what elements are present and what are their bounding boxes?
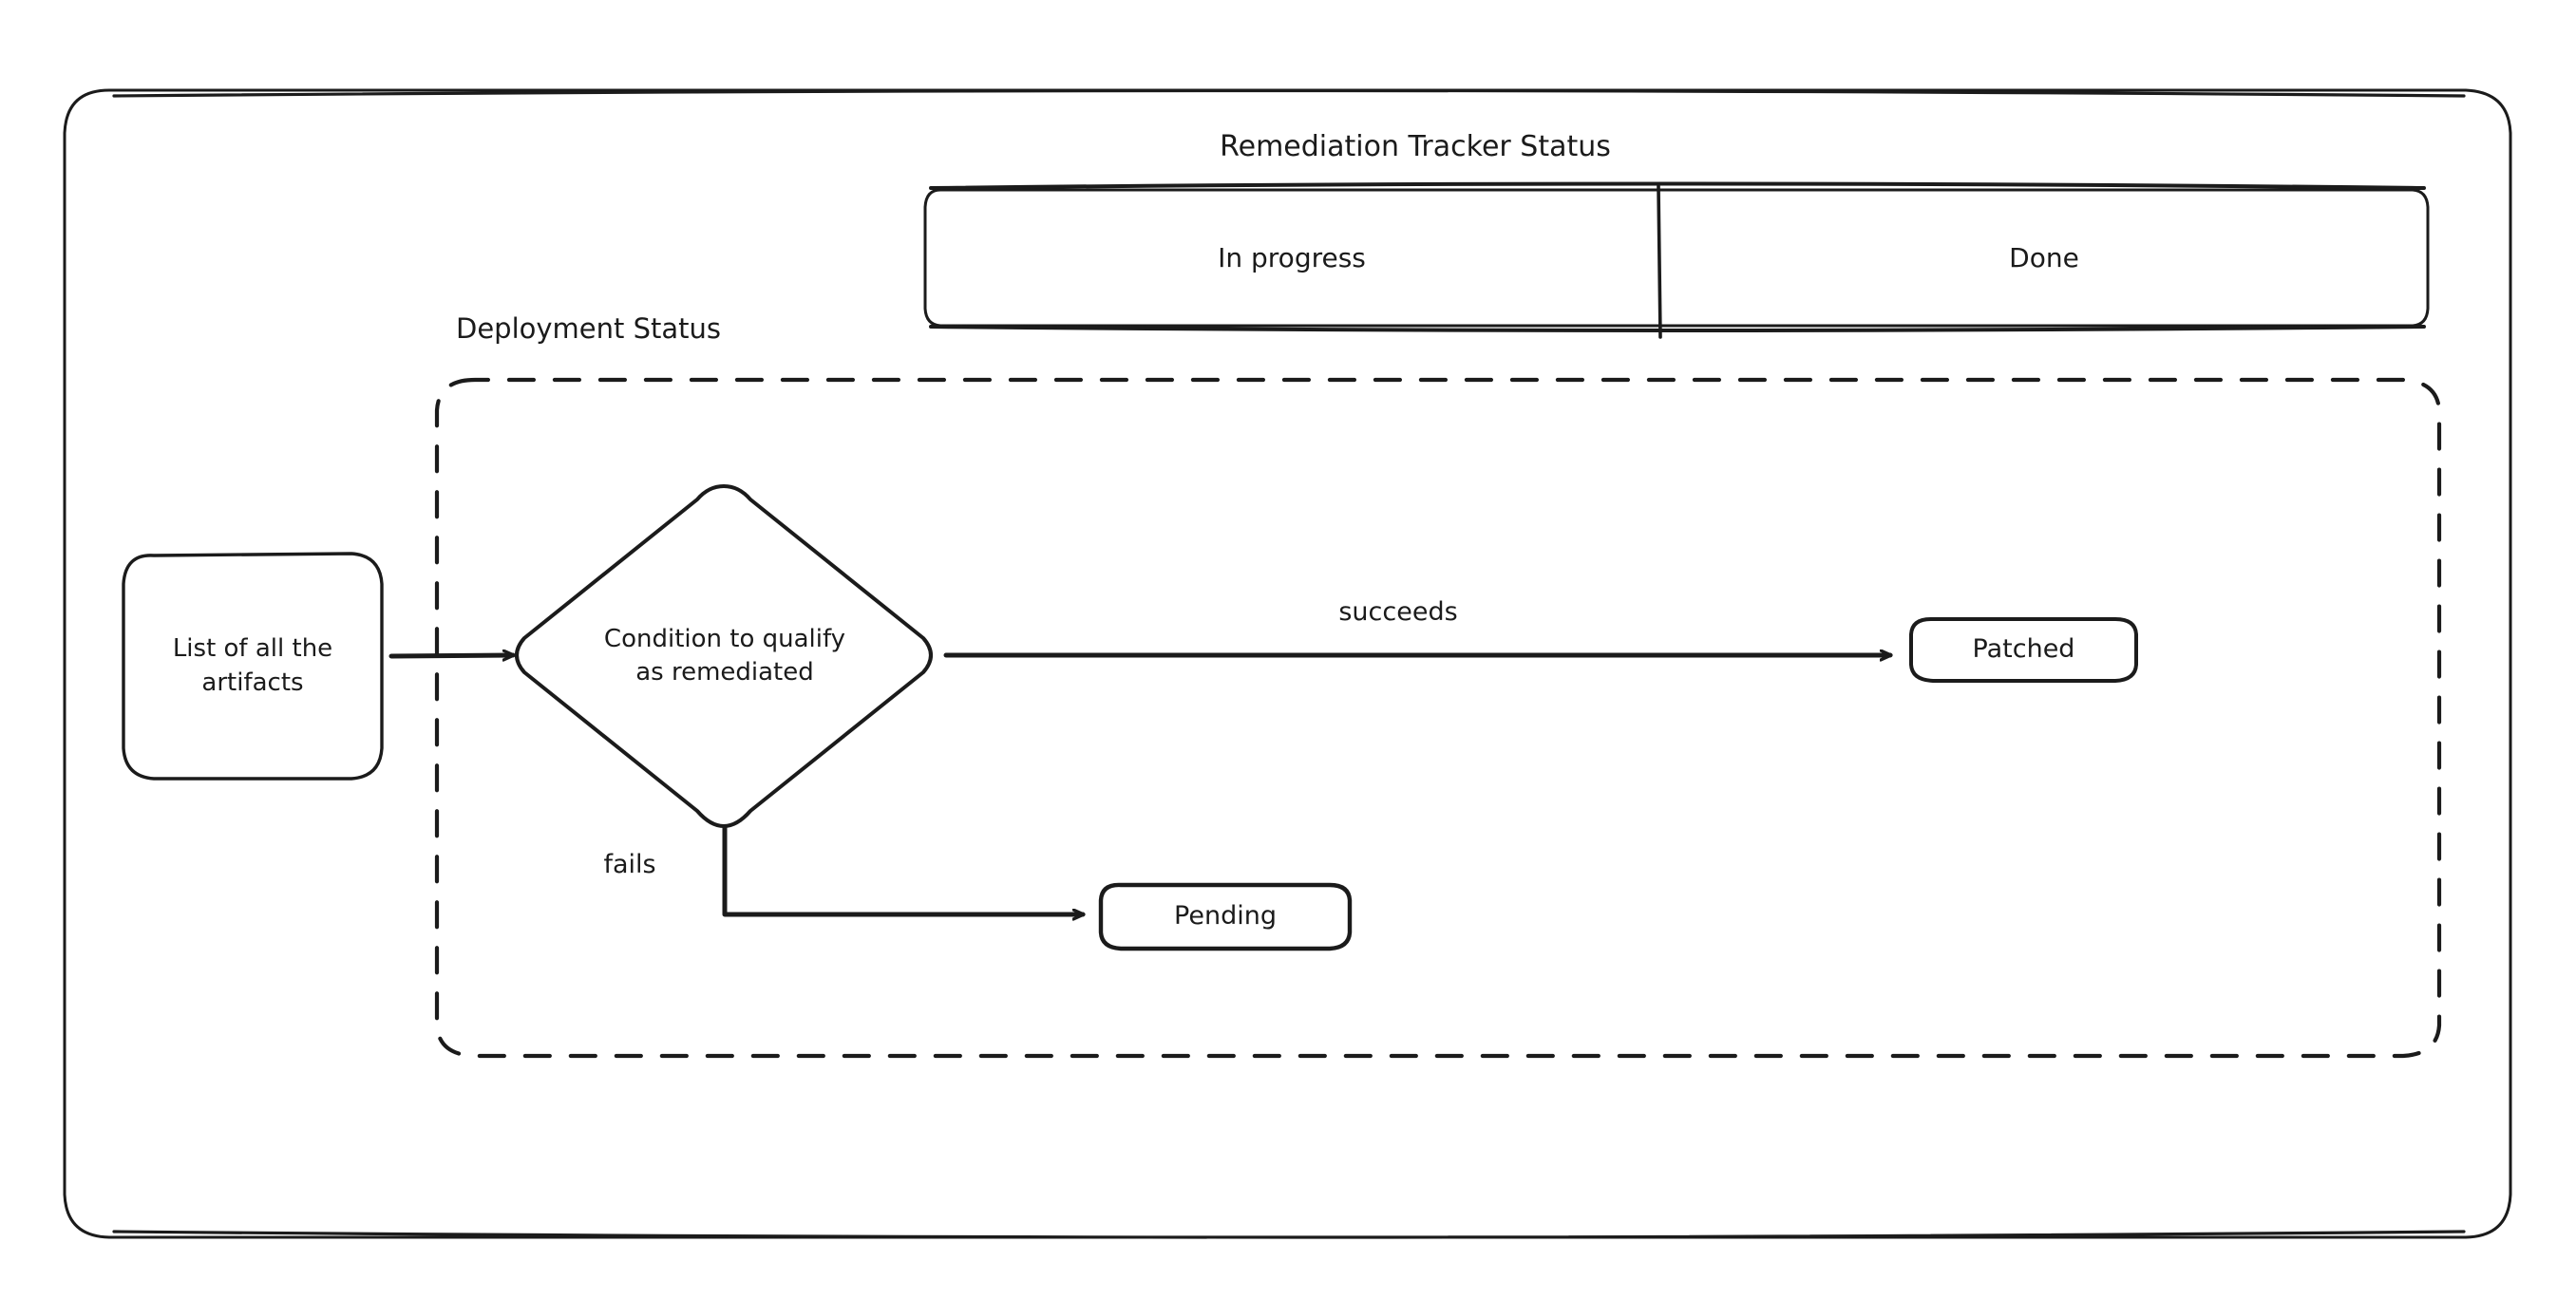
outer-frame — [63, 88, 2512, 1239]
edge-artifacts-to-condition — [388, 655, 513, 656]
remediation-tracker-status-bar[interactable] — [923, 181, 2430, 339]
node-artifacts-shape[interactable] — [122, 552, 384, 781]
node-condition-label[interactable]: Condition to qualify as remediated — [603, 624, 846, 687]
node-patched-shape[interactable] — [1909, 616, 2138, 683]
tracker-cell-done[interactable]: Done — [2009, 242, 2079, 274]
node-patched-label[interactable]: Patched — [1972, 634, 2075, 665]
node-pending-shape[interactable] — [1098, 882, 1353, 951]
edge-condition-to-pending — [722, 825, 1083, 914]
tracker-cell-divider — [1657, 184, 1662, 339]
deployment-status-group[interactable] — [434, 377, 2442, 1059]
node-artifacts-label[interactable]: List of all the artifacts — [172, 634, 333, 697]
tracker-cell-in-progress[interactable]: In progress — [1218, 242, 1366, 274]
node-pending-label[interactable]: Pending — [1174, 901, 1277, 932]
